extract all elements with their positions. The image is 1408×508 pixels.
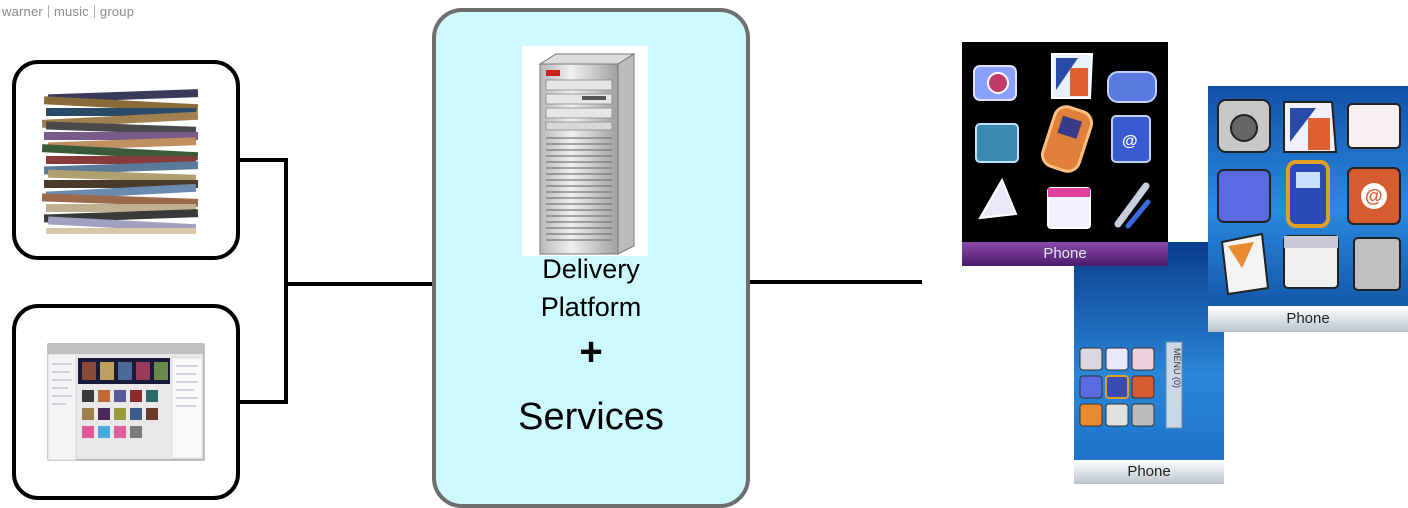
services-label: Services xyxy=(518,396,664,438)
plus-sign: + xyxy=(579,330,603,374)
platform-label-line1: Delivery xyxy=(542,254,640,284)
platform-label-line2: Platform xyxy=(540,292,642,322)
phone-3-label: Phone xyxy=(1074,460,1224,484)
phone-1-icon-grid: @ xyxy=(973,53,1157,229)
delivery-platform-box: Delivery Platform + Services xyxy=(432,8,750,508)
warner-music-group-logo: warner music group xyxy=(2,4,134,19)
phone-screen-2: @ Phone xyxy=(1208,86,1408,332)
cd-stack-box xyxy=(12,60,240,260)
logo-word-music: music xyxy=(53,4,89,19)
phone-2-label: Phone xyxy=(1208,306,1408,332)
phone-2-icon-grid: @ xyxy=(1217,99,1401,296)
cd-stack-image xyxy=(41,89,199,234)
phone-1-label: Phone xyxy=(962,242,1168,266)
svg-text:MENU (0): MENU (0) xyxy=(1172,348,1182,388)
phone-screen-3: MENU (0) Phone xyxy=(1074,242,1224,484)
itunes-store-box xyxy=(12,304,240,500)
logo-word-warner: warner xyxy=(2,4,43,19)
svg-text:@: @ xyxy=(1122,133,1138,150)
phone-screen-1: @ Phone xyxy=(962,42,1168,266)
server-tower-icon xyxy=(522,46,648,256)
itunes-store-image xyxy=(47,343,205,461)
svg-text:@: @ xyxy=(1365,186,1383,206)
logo-word-group: group xyxy=(99,4,135,19)
phone-3-icon-grid: MENU (0) xyxy=(1079,341,1183,429)
